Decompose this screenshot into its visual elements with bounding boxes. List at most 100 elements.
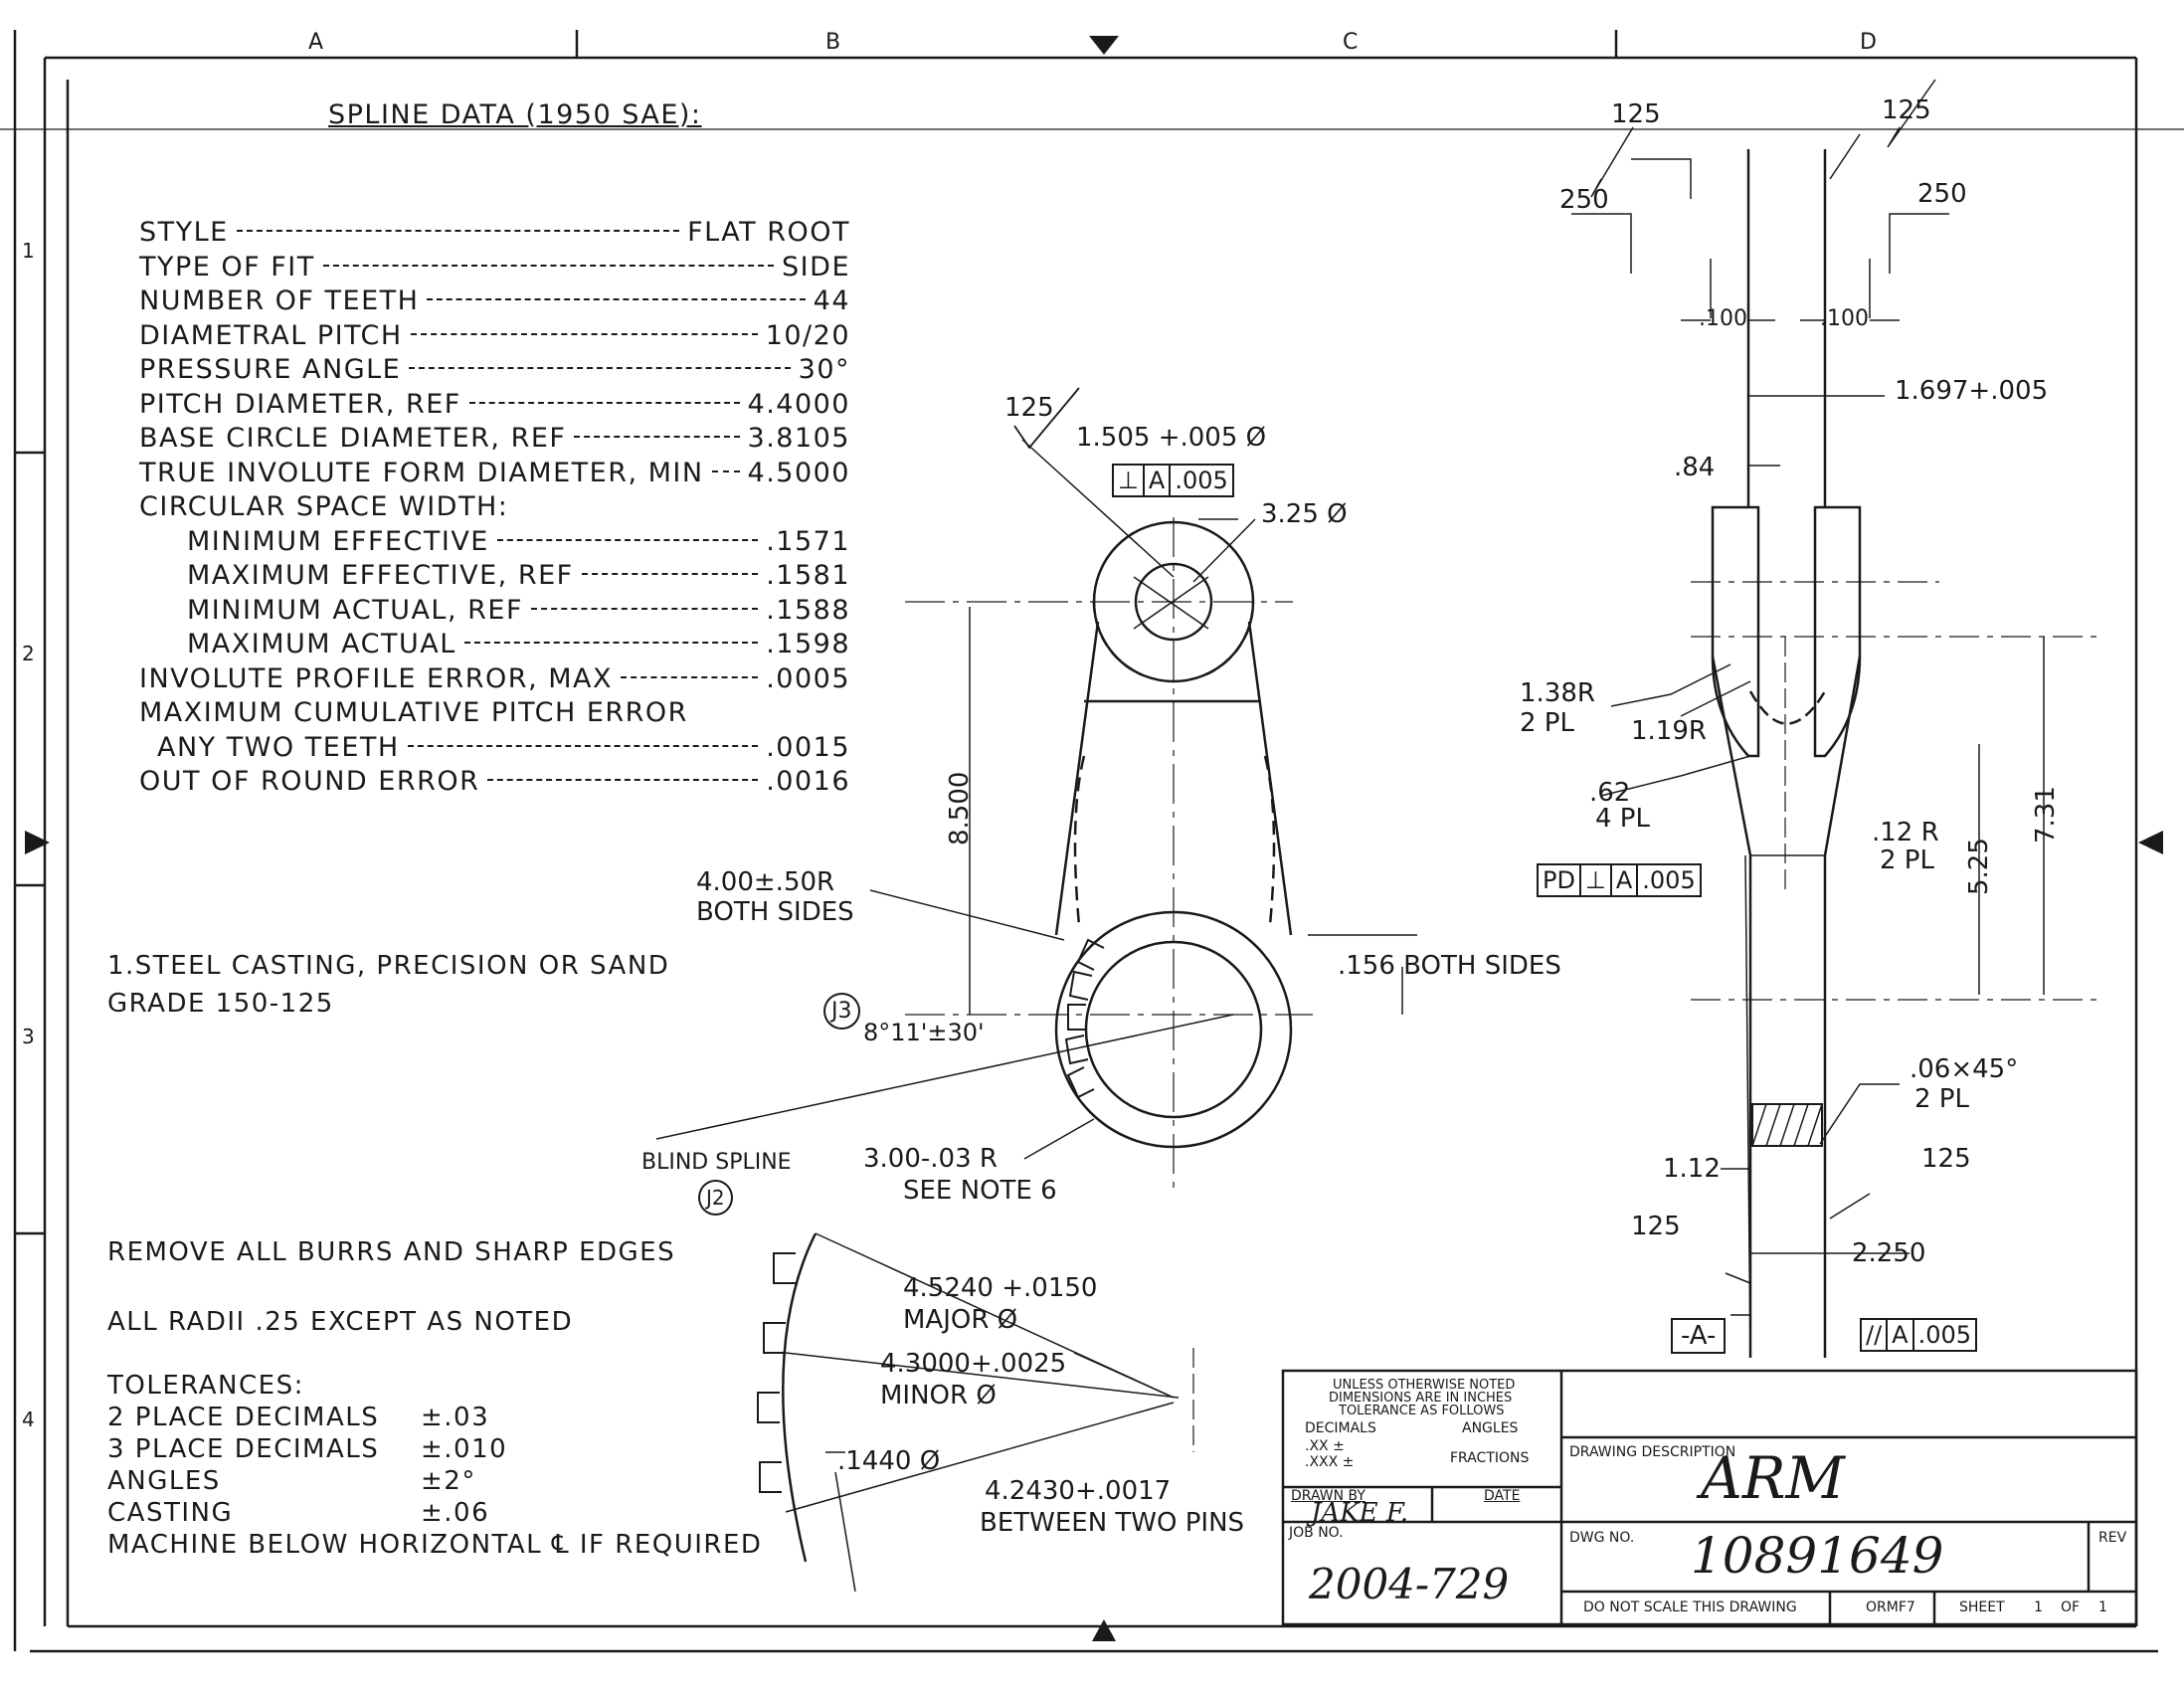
- tb-xx: .XX ±: [1305, 1438, 1345, 1454]
- spline-row: MINIMUM ACTUAL, REF .1588: [139, 595, 850, 630]
- spline-row: ANY TWO TEETH.0015: [139, 732, 850, 767]
- finish-250-right: 250: [1917, 179, 1967, 209]
- tb-sheet-label: SHEET: [1959, 1599, 2005, 1615]
- tb-rev: REV: [2098, 1530, 2127, 1546]
- spline-row-label: MAXIMUM ACTUAL: [187, 629, 456, 659]
- tb-unless-2: DIMENSIONS ARE IN INCHES: [1329, 1391, 1513, 1406]
- spline-row-label: INVOLUTE PROFILE ERROR, MAX: [139, 662, 613, 694]
- dim-112: 1.12: [1663, 1154, 1721, 1184]
- datum-a: -A-: [1671, 1318, 1727, 1354]
- spline-row-leader: [487, 779, 759, 781]
- spline-row-value: .0005: [766, 662, 850, 694]
- tolerance-value: ±.06: [421, 1498, 490, 1528]
- spline-row: MAXIMUM CUMULATIVE PITCH ERROR: [139, 697, 850, 732]
- radius-119: 1.19R: [1631, 716, 1707, 746]
- tolerance-row: 3 PLACE DECIMALS±.010: [107, 1434, 525, 1466]
- spline-row-value: 30°: [798, 354, 850, 385]
- tb-decimals: DECIMALS: [1305, 1420, 1376, 1436]
- spline-row-leader: [621, 675, 759, 678]
- spline-row: MAXIMUM EFFECTIVE, REF .1581: [139, 560, 850, 595]
- spline-row-label: MAXIMUM EFFECTIVE, REF: [187, 560, 574, 591]
- spline-row-value: .1581: [766, 560, 850, 591]
- spline-row-label: TYPE OF FIT: [139, 251, 315, 282]
- arm-side-view: [1571, 79, 2098, 1359]
- spline-row-value: .1571: [766, 525, 850, 557]
- tb-xxx: .XXX ±: [1305, 1454, 1355, 1470]
- arm-front-view: [655, 387, 1417, 1194]
- note-steel-casting: 1.STEEL CASTING, PRECISION OR SAND: [107, 951, 670, 981]
- spline-row-leader: [496, 538, 759, 541]
- zone-col-b: B: [825, 30, 841, 55]
- tb-drawn-name: JAKE F.: [1311, 1498, 1409, 1528]
- spline-row-value: .1598: [766, 629, 850, 659]
- tb-date: DATE: [1484, 1488, 1521, 1504]
- tolerance-label: 2 PLACE DECIMALS: [107, 1403, 380, 1432]
- tolerance-row: ANGLES±2°: [107, 1466, 525, 1498]
- dim-62: .62: [1589, 778, 1631, 808]
- wall-100-right: .100: [1820, 306, 1869, 331]
- zone-col-a: A: [308, 30, 324, 55]
- hub-radius-dim: 3.00-.03 R: [863, 1144, 998, 1174]
- radius-dim: 4.00±.50R: [696, 867, 835, 897]
- tolerance-row: 2 PLACE DECIMALS ±.03: [107, 1403, 525, 1434]
- zone-col-d: D: [1860, 30, 1877, 55]
- spline-row-value: .1588: [766, 594, 850, 626]
- spline-row-label: TRUE INVOLUTE FORM DIAMETER, MIN: [139, 457, 704, 488]
- boss-diameter-dim: 3.25 Ø: [1261, 499, 1348, 529]
- radius-both-sides: BOTH SIDES: [696, 897, 854, 927]
- finish-125-bottom-left: 125: [1631, 1212, 1681, 1241]
- finish-125-bottom-right: 125: [1921, 1144, 1971, 1174]
- note-remove-burrs: REMOVE ALL BURRS AND SHARP EDGES: [107, 1237, 676, 1267]
- spline-row-label: PRESSURE ANGLE: [139, 354, 402, 385]
- reference-j3: J3: [823, 993, 860, 1030]
- tb-drawn-by: DRAWN BY: [1291, 1488, 1365, 1504]
- dim-84: .84: [1674, 453, 1716, 482]
- tb-fractions: FRACTIONS: [1450, 1450, 1530, 1466]
- spline-row-label: CIRCULAR SPACE WIDTH:: [139, 491, 509, 522]
- spline-row: INVOLUTE PROFILE ERROR, MAX .0005: [139, 663, 850, 698]
- over-pins-label: BETWEEN TWO PINS: [980, 1508, 1245, 1538]
- over-pins-dim: 4.2430+.0017: [985, 1476, 1172, 1506]
- tolerance-label: 3 PLACE DECIMALS: [107, 1434, 380, 1464]
- spline-row-label: MINIMUM ACTUAL, REF: [187, 594, 523, 626]
- spline-detail-view: [757, 1232, 1194, 1593]
- spline-row-leader: [409, 367, 791, 369]
- fcf-parallelism: //A.005: [1860, 1318, 1978, 1352]
- tb-description: ARM: [1701, 1444, 1845, 1512]
- spline-row-value: 44: [813, 285, 850, 316]
- chamfer-qty: 2 PL: [1914, 1084, 1969, 1114]
- spline-row-label: NUMBER OF TEETH: [139, 285, 420, 316]
- thickness-dim: .156 BOTH SIDES: [1338, 951, 1561, 981]
- note-all-radii: ALL RADII .25 EXCEPT AS NOTED: [107, 1307, 574, 1337]
- spline-row: MAXIMUM ACTUAL .1598: [139, 629, 850, 663]
- fcf-pd-perpendicularity: PD⊥A.005: [1537, 863, 1702, 897]
- spline-row-leader: [581, 573, 759, 575]
- dim-62-qty: 4 PL: [1595, 804, 1650, 834]
- radius-12: .12 R: [1872, 818, 1939, 847]
- tolerances-heading: TOLERANCES:: [107, 1371, 304, 1401]
- spline-heading: SPLINE DATA (1950 SAE):: [328, 99, 702, 130]
- tb-do-not-scale: DO NOT SCALE THIS DRAWING: [1583, 1599, 1797, 1615]
- reference-j2: J2: [698, 1180, 733, 1216]
- chamfer-dim: .06×45°: [1910, 1054, 2019, 1084]
- tolerance-label: CASTING: [107, 1498, 234, 1528]
- tolerance-value: ±2°: [421, 1466, 476, 1496]
- spline-row-leader: [574, 436, 740, 438]
- finish-250-left: 250: [1559, 185, 1609, 215]
- spline-row-leader: [468, 401, 740, 404]
- wall-100-left: .100: [1699, 306, 1747, 331]
- tolerance-value: ±.03: [421, 1403, 490, 1432]
- spline-row-value: 4.5000: [747, 457, 850, 488]
- spline-row-leader: [531, 607, 759, 610]
- title-block-frame: [1281, 1369, 2138, 1626]
- finish-125-top-left: 125: [1611, 99, 1661, 129]
- spline-row-value: FLAT ROOT: [687, 217, 850, 248]
- spline-row: NUMBER OF TEETH 44: [139, 285, 850, 320]
- slot-width-dim: 1.697+.005: [1895, 376, 2049, 406]
- spline-row-value: .0016: [766, 766, 850, 797]
